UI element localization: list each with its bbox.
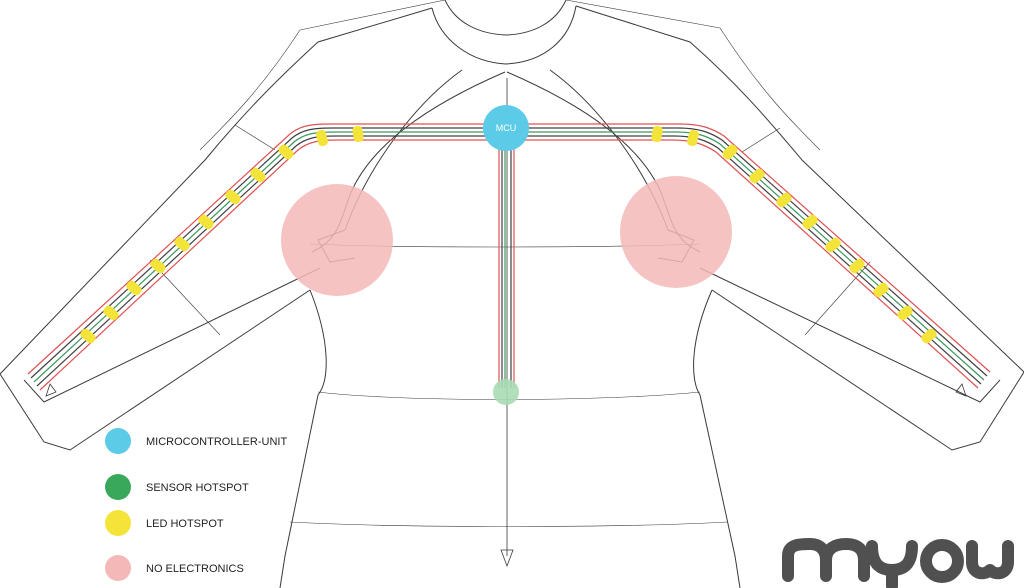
center-arrow: [500, 549, 514, 568]
left-body-side: [279, 289, 327, 588]
led-hotspot: [686, 129, 700, 147]
legend-item-led: LED HOTSPOT: [105, 510, 224, 536]
led-hotspot: [278, 144, 294, 160]
logo-letter-o: [920, 539, 964, 583]
led-hotspot: [921, 328, 937, 344]
led-hotspot: [802, 214, 818, 230]
left-back-sleeve: [199, 0, 446, 151]
led-hotspot: [225, 189, 241, 205]
hem-line: [289, 521, 729, 527]
logo-letter-m: [782, 538, 870, 582]
legend-label-no-electronics: NO ELECTRONICS: [146, 563, 244, 575]
no-electronics-zone-left: [281, 184, 393, 296]
sensor-hotspot: [493, 379, 519, 405]
legend-item-sensor: SENSOR HOTSPOT: [105, 474, 249, 500]
legend-swatch-led: [105, 510, 131, 536]
wire-red-bottom: [39, 139, 979, 391]
led-hotspot: [174, 236, 190, 252]
left-sleeve-inner: [23, 267, 321, 403]
right-sleeve-cross-2: [804, 261, 871, 336]
legend-item-no-electronics: NO ELECTRONICS: [105, 555, 244, 581]
right-sleeve-arrow: [955, 383, 967, 397]
back-neck: [444, 0, 567, 36]
mcu-circle: [483, 105, 529, 151]
no-electronics-zone-right: [620, 176, 732, 288]
right-body-side: [693, 289, 741, 588]
logo-letter-y: [866, 540, 918, 588]
led-hotspot: [776, 192, 792, 208]
led-hotspots: [80, 125, 937, 344]
legend-swatch-sensor: [105, 474, 131, 500]
legend-swatch-mcu: [105, 428, 131, 454]
led-hotspot: [749, 168, 765, 184]
led-hotspot: [150, 258, 166, 274]
right-sleeve-inner: [699, 267, 1001, 403]
led-hotspot: [651, 125, 663, 143]
led-hotspot: [352, 125, 364, 143]
legend-swatch-no-electronics: [105, 555, 131, 581]
legend: MICROCONTROLLER-UNIT SENSOR HOTSPOT LED …: [105, 428, 287, 581]
led-hotspot: [849, 258, 865, 274]
led-hotspot: [873, 282, 889, 298]
legend-label-mcu: MICROCONTROLLER-UNIT: [146, 436, 287, 448]
right-back-sleeve: [565, 0, 821, 151]
led-hotspot: [80, 328, 96, 344]
myow-logo: [782, 538, 1014, 588]
led-hotspot: [825, 237, 841, 253]
left-sleeve-cross-1: [234, 124, 276, 151]
legend-item-mcu: MICROCONTROLLER-UNIT: [105, 428, 287, 454]
right-sleeve-cross-1: [741, 127, 781, 153]
legend-label-led: LED HOTSPOT: [146, 518, 224, 530]
right-sleeve-outline: [575, 5, 1024, 451]
wire-red-top: [27, 123, 991, 375]
mcu-label: MCU: [496, 123, 517, 133]
wiring: [27, 123, 991, 391]
mcu-hotspot: MCU: [483, 105, 529, 151]
led-hotspot: [315, 129, 329, 147]
led-hotspot: [126, 280, 142, 296]
led-hotspot: [103, 305, 119, 321]
led-hotspot: [722, 144, 738, 160]
neckline: [431, 5, 577, 65]
left-sleeve-outline: [0, 7, 433, 451]
left-sleeve-arrow: [45, 383, 57, 397]
legend-label-sensor: SENSOR HOTSPOT: [146, 482, 249, 494]
led-hotspot: [250, 167, 266, 183]
led-hotspot: [897, 305, 913, 321]
no-electronics-zones: [281, 176, 732, 296]
led-hotspot: [198, 214, 214, 230]
logo-letter-w: [966, 540, 1014, 580]
